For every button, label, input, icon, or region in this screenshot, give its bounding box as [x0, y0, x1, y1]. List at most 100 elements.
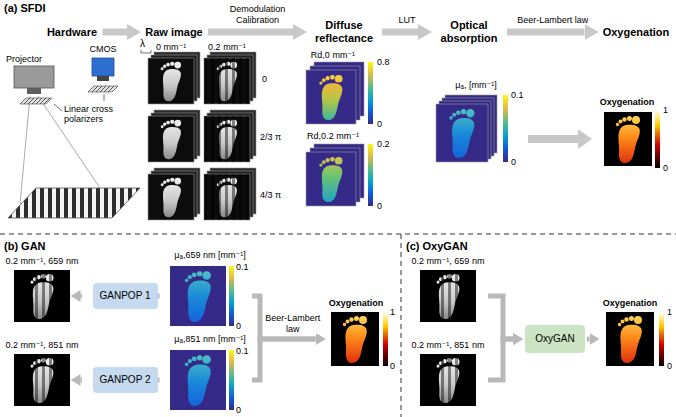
map-label: μₐ, [mm⁻¹] — [455, 80, 496, 90]
cmos-camera — [92, 58, 114, 76]
edge-label: LUT — [397, 15, 416, 25]
network-box: GANPOP 1 — [93, 283, 158, 309]
flow-arrow — [488, 339, 513, 380]
oxygenation-image — [604, 112, 652, 166]
network-box: GANPOP 2 — [93, 367, 158, 393]
axis-tick: 0.8 — [377, 57, 390, 67]
axis-tick: 1 — [663, 105, 668, 115]
flow-arrow — [103, 29, 128, 36]
network-box: OxyGAN — [525, 325, 585, 353]
colorbar — [659, 312, 664, 366]
absorption-image — [170, 266, 226, 326]
absorption-map-node: μₐ,851 nm [mm⁻¹] — [170, 334, 250, 410]
box-label: GANPOP 2 — [100, 374, 151, 386]
flow-arrow — [587, 337, 590, 342]
input-image — [14, 270, 70, 322]
axis-tick: 0 — [663, 163, 668, 173]
panel-label: (a) SFDI — [4, 2, 46, 15]
node-heading: Optical absorption — [435, 19, 503, 44]
node-heading: 0.2 mm⁻¹, 851 nm — [4, 340, 80, 350]
flow-arrow — [81, 294, 83, 299]
colorbar — [503, 95, 508, 162]
node-heading: 0.2 mm⁻¹, 659 nm — [410, 256, 486, 266]
node-heading: Raw image — [144, 26, 204, 39]
flow-arrow — [252, 339, 316, 380]
axis-tick: 0 — [511, 157, 516, 167]
colorbar — [383, 312, 388, 366]
axis-tick: 0 — [377, 119, 382, 129]
flow-arrow — [507, 29, 585, 36]
raw-image-stack — [204, 168, 256, 220]
absorption-map-node: μₐ,659 nm [mm⁻¹] — [170, 250, 250, 326]
projector-lens — [27, 88, 41, 94]
axis-tick: 0 — [377, 201, 382, 211]
node-heading: Oxygenation — [602, 26, 671, 39]
edge-label: Beer-Lambert law — [516, 15, 589, 25]
oxygenation-image — [606, 312, 654, 366]
raw-image-stack — [204, 110, 256, 162]
axis-tick: 0 — [667, 361, 672, 371]
wavelength-bracket — [141, 50, 151, 53]
axis-tick: 0 — [236, 405, 241, 415]
stripe-pattern-plane — [8, 188, 140, 218]
colorbar — [368, 62, 373, 124]
input-image-node: 0.2 mm⁻¹, 851 nm — [4, 340, 80, 406]
part-label: CMOS — [90, 44, 117, 54]
input-image-node: 0.2 mm⁻¹, 659 nm — [410, 256, 486, 322]
axis-tick: 0.1 — [236, 262, 249, 272]
flow-arrow — [488, 296, 513, 339]
map-label: Rd,0 mm⁻¹ — [311, 50, 355, 60]
panel-label: (c) OxyGAN — [406, 240, 468, 253]
colorbar — [229, 266, 234, 326]
edge-label: Beer-Lambert law — [264, 313, 322, 334]
polarizer — [88, 86, 118, 92]
input-image — [420, 354, 476, 406]
axis-tick: 0 — [390, 361, 395, 371]
flow-arrow — [81, 378, 83, 383]
oxygenation-map-node: Oxygenation — [602, 298, 659, 366]
raw-image-stack — [148, 52, 200, 104]
step-header: Oxygenation — [602, 26, 671, 39]
node-heading: Hardware — [46, 26, 99, 39]
step-header: Raw image — [144, 26, 204, 39]
light-ray — [20, 96, 30, 204]
node-heading: μₐ,659 nm [mm⁻¹] — [170, 250, 250, 260]
wavelength-label: λ — [140, 38, 145, 50]
raw-image-stack — [148, 110, 200, 162]
camera-lens — [97, 76, 109, 81]
frequency-label: 0 mm⁻¹ — [156, 42, 186, 52]
raw-image-stack — [204, 52, 256, 104]
flow-arrow — [382, 29, 418, 36]
colorbar — [229, 350, 234, 410]
step-header: Diffuse reflectance — [310, 19, 378, 45]
leader-line — [54, 104, 62, 111]
axis-tick: 0.2 — [377, 139, 390, 149]
projector-body — [14, 66, 54, 88]
process-arrow — [528, 129, 592, 149]
part-label: Projector — [6, 54, 42, 64]
leader-line — [104, 94, 105, 101]
map-label: Oxygenation — [600, 97, 655, 107]
panel-divider — [0, 234, 676, 235]
axis-tick: 0 — [236, 321, 241, 331]
step-header: Hardware — [46, 26, 99, 39]
reflectance-stack — [306, 62, 364, 124]
box-label: GANPOP 1 — [100, 290, 151, 302]
node-heading: Diffuse reflectance — [310, 19, 378, 44]
flow-arrow — [158, 294, 160, 299]
flow-arrow — [208, 29, 293, 36]
input-image-node: 0.2 mm⁻¹, 659 nm — [4, 256, 80, 322]
oxygenation-image — [331, 312, 379, 366]
node-heading: Oxygenation — [328, 298, 385, 308]
reflectance-stack — [306, 144, 364, 206]
absorption-stack — [436, 95, 497, 162]
node-heading: μₐ,851 nm [mm⁻¹] — [170, 334, 250, 344]
input-image-node: 0.2 mm⁻¹, 851 nm — [410, 340, 486, 406]
input-image — [420, 270, 476, 322]
node-heading: 0.2 mm⁻¹, 851 nm — [410, 340, 486, 350]
frequency-label: 0.2 mm⁻¹ — [208, 42, 246, 52]
map-label: Rd,0.2 mm⁻¹ — [307, 131, 359, 141]
phase-label: 2/3 π — [260, 132, 281, 142]
